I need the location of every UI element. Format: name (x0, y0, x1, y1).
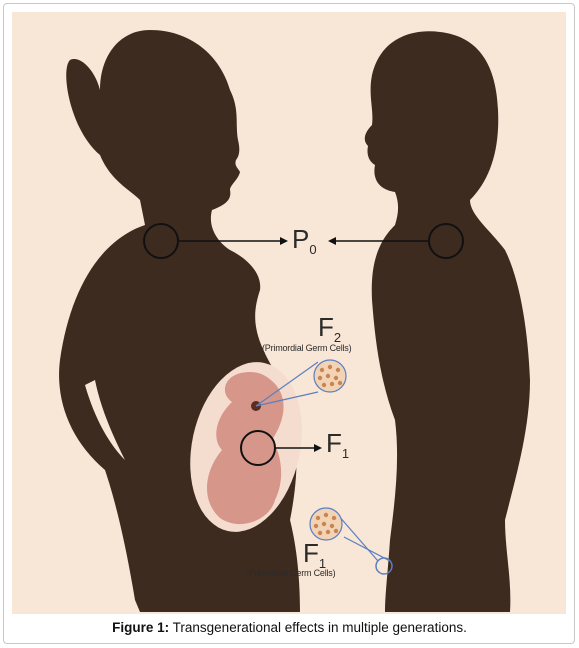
figure-caption: Figure 1: Transgenerational effects in m… (0, 620, 579, 635)
label-p0-sub: 0 (309, 242, 316, 257)
label-f1b-main: F (303, 538, 319, 568)
woman-silhouette-icon (59, 30, 300, 612)
label-f1-germ-note: (Primordial Germ Cells) (246, 568, 335, 578)
label-f2-main: F (318, 312, 334, 342)
caption-prefix: Figure 1: (112, 620, 169, 635)
man-silhouette-icon (365, 31, 530, 612)
label-p0: P0 (292, 226, 317, 263)
label-f1-sub: 1 (342, 446, 349, 461)
label-f1: F1 (326, 430, 349, 467)
caption-text: Transgenerational effects in multiple ge… (169, 620, 467, 635)
label-f2-note: (Primordial Germ Cells) (262, 343, 351, 353)
label-p0-main: P (292, 224, 309, 254)
label-f1-main: F (326, 428, 342, 458)
